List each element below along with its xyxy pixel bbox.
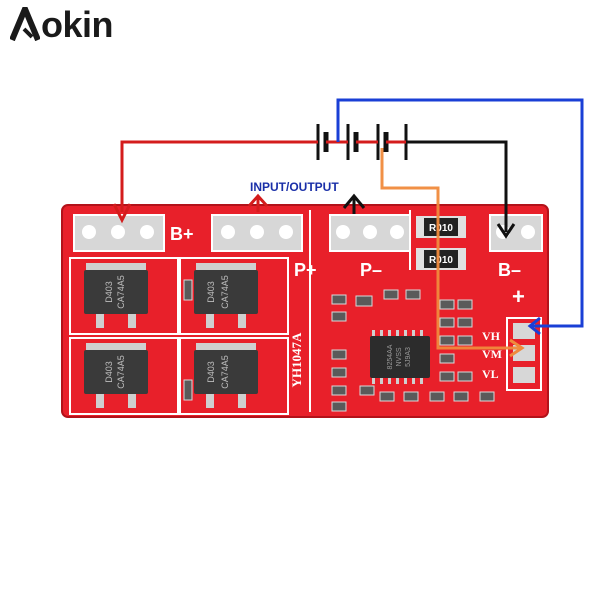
arrow-up-black-icon	[342, 193, 366, 214]
mosfet-2: D403 CA74A5	[194, 263, 258, 328]
sense-resistor-1: R010	[416, 216, 466, 238]
mosfet-3-mark-2: CA74A5	[116, 355, 126, 389]
logo-a-icon	[10, 7, 40, 41]
resistor-2-mark: R010	[429, 255, 453, 266]
brand-logo: okin	[10, 4, 114, 46]
label-p-minus: P–	[360, 260, 382, 280]
red-wire-b-plus	[112, 140, 318, 224]
black-wire-b-minus	[406, 140, 516, 239]
mosfet-1: D403 CA74A5	[84, 263, 148, 328]
protection-ic: 8254AA NVSS 5J9A3	[370, 330, 430, 384]
mosfet-3: D403 CA74A5	[84, 343, 148, 408]
label-b-plus: B+	[170, 224, 194, 244]
smd-components	[183, 279, 495, 412]
ic-mark-2: NVSS	[396, 347, 403, 366]
model-text: YH1047A	[289, 332, 304, 388]
ic-mark-1: 8254AA	[387, 344, 394, 369]
label-p-plus: P+	[294, 260, 317, 280]
arrow-up-icon	[247, 193, 269, 212]
mosfet-4-mark-2: CA74A5	[220, 355, 230, 389]
pad-group-b-plus	[73, 214, 165, 252]
resistor-1-mark: R010	[429, 223, 453, 234]
pad-group-p-plus	[211, 214, 303, 252]
input-output-label: INPUT/OUTPUT	[250, 180, 339, 194]
mosfet-2-mark-1: D403	[206, 281, 216, 303]
brand-name: okin	[41, 4, 114, 45]
label-plus: +	[512, 284, 525, 309]
mosfet-1-mark-2: CA74A5	[116, 275, 126, 309]
label-b-minus: B–	[498, 260, 521, 280]
ic-mark-3: 5J9A3	[405, 347, 412, 367]
pad-group-b-minus	[489, 214, 543, 252]
label-vh: VH	[482, 329, 501, 343]
orange-wire-vm	[380, 148, 525, 358]
pad-group-p-minus	[329, 214, 411, 252]
mosfet-1-mark-1: D403	[104, 281, 114, 303]
label-vl: VL	[482, 367, 499, 381]
mosfet-3-mark-1: D403	[104, 361, 114, 383]
mosfet-2-mark-2: CA74A5	[220, 275, 230, 309]
mosfet-4-mark-1: D403	[206, 361, 216, 383]
sense-resistor-2: R010	[416, 248, 466, 270]
mosfet-4: D403 CA74A5	[194, 343, 258, 408]
blue-wire-vh	[336, 98, 584, 336]
label-vm: VM	[482, 347, 502, 361]
